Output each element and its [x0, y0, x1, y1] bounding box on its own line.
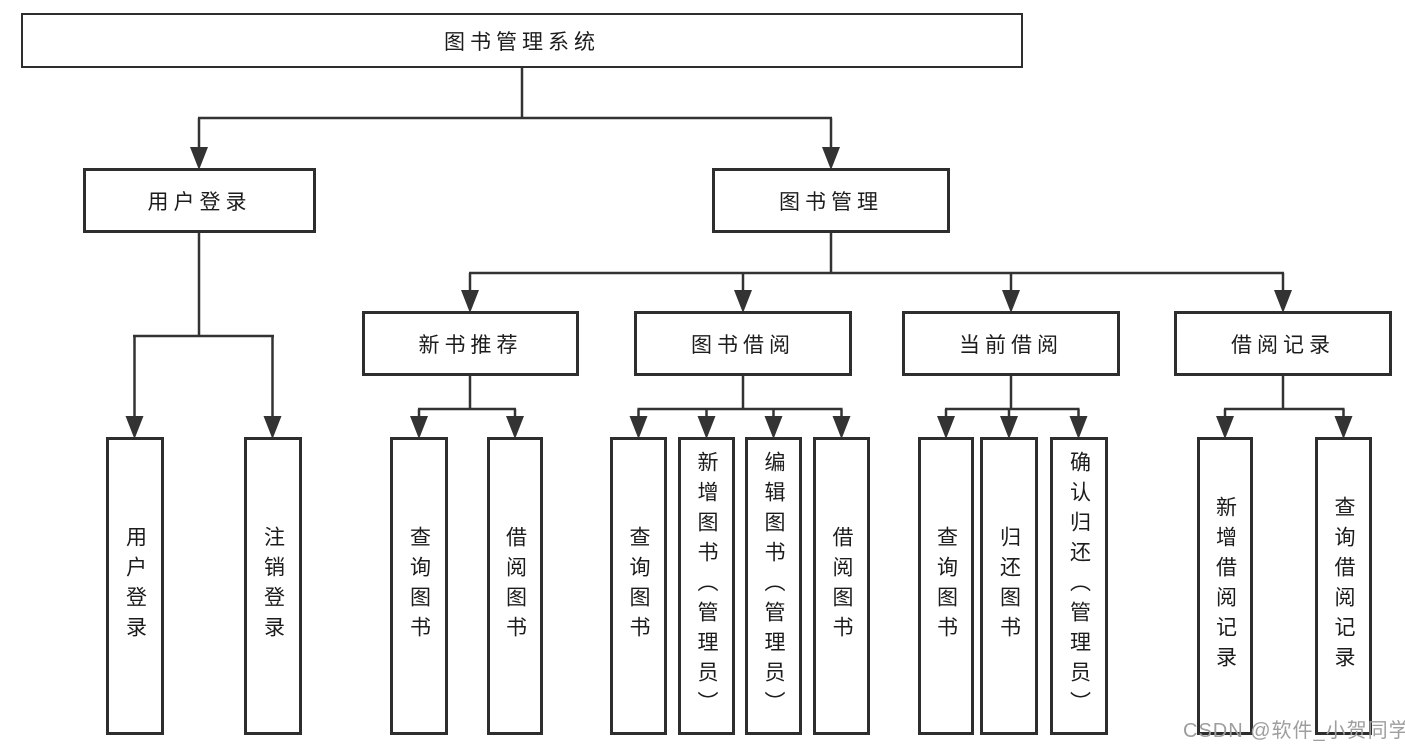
node-label: 注销登录	[261, 526, 285, 646]
node-label: 图书借阅	[691, 333, 795, 357]
node-label: 借阅图书	[830, 526, 854, 646]
node-add-book-admin: 新增图书（管理员）	[678, 437, 735, 735]
node-label: 查询图书	[934, 526, 958, 646]
node-label: 用户登录	[123, 526, 147, 646]
node-label: 查询借阅记录	[1332, 496, 1356, 676]
node-query-books-borrowing: 查询图书	[610, 437, 667, 735]
node-query-borrow-record: 查询借阅记录	[1315, 437, 1372, 735]
node-label: 图书管理系统	[444, 30, 600, 54]
node-return-books: 归还图书	[980, 437, 1038, 735]
node-user-login: 用户登录	[106, 437, 164, 735]
node-label: 归还图书	[997, 526, 1021, 646]
node-confirm-return-admin: 确认归还（管理员）	[1050, 437, 1108, 735]
node-query-books-current: 查询图书	[918, 437, 974, 735]
node-label: 当前借阅	[959, 333, 1063, 357]
node-label: 编辑图书（管理员）	[762, 451, 786, 721]
node-logout: 注销登录	[244, 437, 302, 735]
node-new-book-recommendation: 新书推荐	[362, 311, 579, 376]
node-label: 借阅记录	[1231, 333, 1335, 357]
node-add-borrow-record: 新增借阅记录	[1197, 437, 1253, 735]
node-label: 借阅图书	[503, 526, 527, 646]
node-label: 查询图书	[627, 526, 651, 646]
node-borrowing-records: 借阅记录	[1174, 311, 1392, 376]
node-label: 查询图书	[407, 526, 431, 646]
node-book-management-module: 图书管理	[712, 168, 950, 233]
watermark: CSDN @软件_小贺同学	[1183, 720, 1405, 742]
node-label: 用户登录	[147, 190, 252, 214]
node-label: 确认归还（管理员）	[1067, 451, 1091, 721]
node-book-borrowing: 图书借阅	[634, 311, 852, 376]
node-label: 新增借阅记录	[1213, 496, 1237, 676]
node-label: 新书推荐	[418, 333, 523, 357]
node-borrow-books: 借阅图书	[813, 437, 870, 735]
node-edit-book-admin: 编辑图书（管理员）	[745, 437, 802, 735]
node-borrow-books-recommend: 借阅图书	[487, 437, 543, 735]
node-user-login-module: 用户登录	[83, 168, 316, 233]
node-label: 新增图书（管理员）	[695, 451, 719, 721]
node-label: 图书管理	[779, 190, 883, 214]
node-library-system: 图书管理系统	[21, 13, 1023, 68]
node-current-borrowing: 当前借阅	[902, 311, 1120, 376]
node-query-books-recommend: 查询图书	[390, 437, 448, 735]
